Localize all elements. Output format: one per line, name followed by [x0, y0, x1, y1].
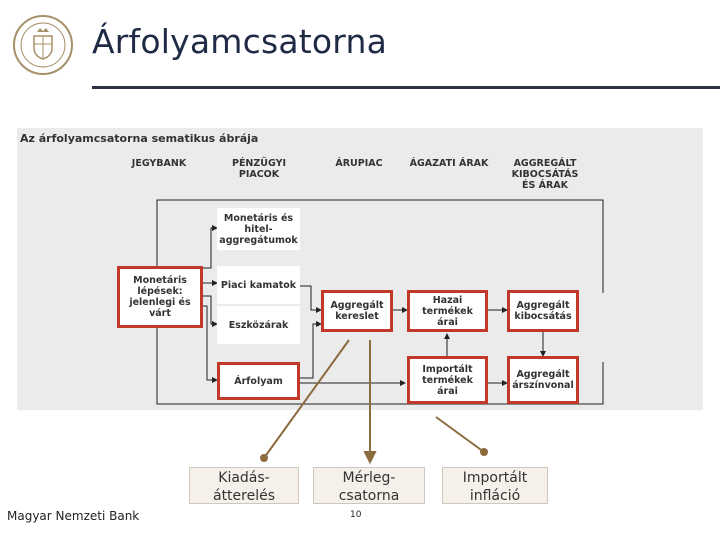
box-aggregalt-kereslet: Aggregált kereslet	[321, 290, 393, 332]
label-importalt-inflacio: Importált infláció	[442, 467, 548, 504]
connector-fx-demand	[300, 321, 322, 379]
footer-bank-name: Magyar Nemzeti Bank	[7, 509, 140, 523]
diagram-title: Az árfolyamcsatorna sematikus ábrája	[20, 132, 259, 145]
feedback-loop-line	[156, 199, 604, 293]
box-importalt-termekek-arai: Importált termékek árai	[407, 356, 488, 404]
box-piaci-kamatok: Piaci kamatok	[217, 266, 300, 304]
box-monetaris-lepesek: Monetáris lépések: jelenlegi és várt	[117, 266, 203, 328]
box-arfolyam: Árfolyam	[217, 362, 300, 400]
box-aggregalt-arszinvonal: Aggregált árszínvonal	[507, 356, 579, 404]
column-arupiac: ÁRUPIAC	[335, 158, 383, 169]
label-merleg-csatorna: Mérleg-csatorna	[313, 467, 425, 504]
column-jegybank: JEGYBANK	[131, 158, 187, 169]
feedback-loop-return	[154, 292, 604, 405]
column-penzugyi-piacok: PÉNZÜGYI PIACOK	[231, 158, 286, 180]
channel-diagram: Az árfolyamcsatorna sematikus ábrája JEG…	[17, 128, 703, 410]
label-kiadas-atterelés: Kiadás-átterelés	[189, 467, 299, 504]
page-number: 10	[350, 510, 362, 520]
box-monetaris-hitel: Monetáris és hitel-aggregátumok	[217, 208, 300, 250]
mnb-seal-logo	[13, 15, 73, 75]
box-aggregalt-kibocsatas: Aggregált kibocsátás	[507, 290, 579, 332]
arrow-import	[435, 416, 485, 453]
box-hazai-termekek-arai: Hazai termékek árai	[407, 290, 488, 332]
arrow-kiadas	[263, 339, 350, 459]
box-eszkozarak: Eszközárak	[217, 306, 300, 344]
column-aggregalt: AGGREGÁLT KIBOCSÁTÁS ÉS ÁRAK	[511, 158, 579, 191]
title-divider	[92, 86, 720, 89]
connector-to-assets	[203, 295, 218, 327]
slide-title: Árfolyamcsatorna	[92, 22, 388, 61]
column-agazati-arak: ÁGAZATI ÁRAK	[409, 158, 489, 169]
connector-markets-demand	[300, 285, 322, 313]
connector-to-credit	[203, 225, 218, 269]
connector-to-fx	[203, 305, 218, 383]
